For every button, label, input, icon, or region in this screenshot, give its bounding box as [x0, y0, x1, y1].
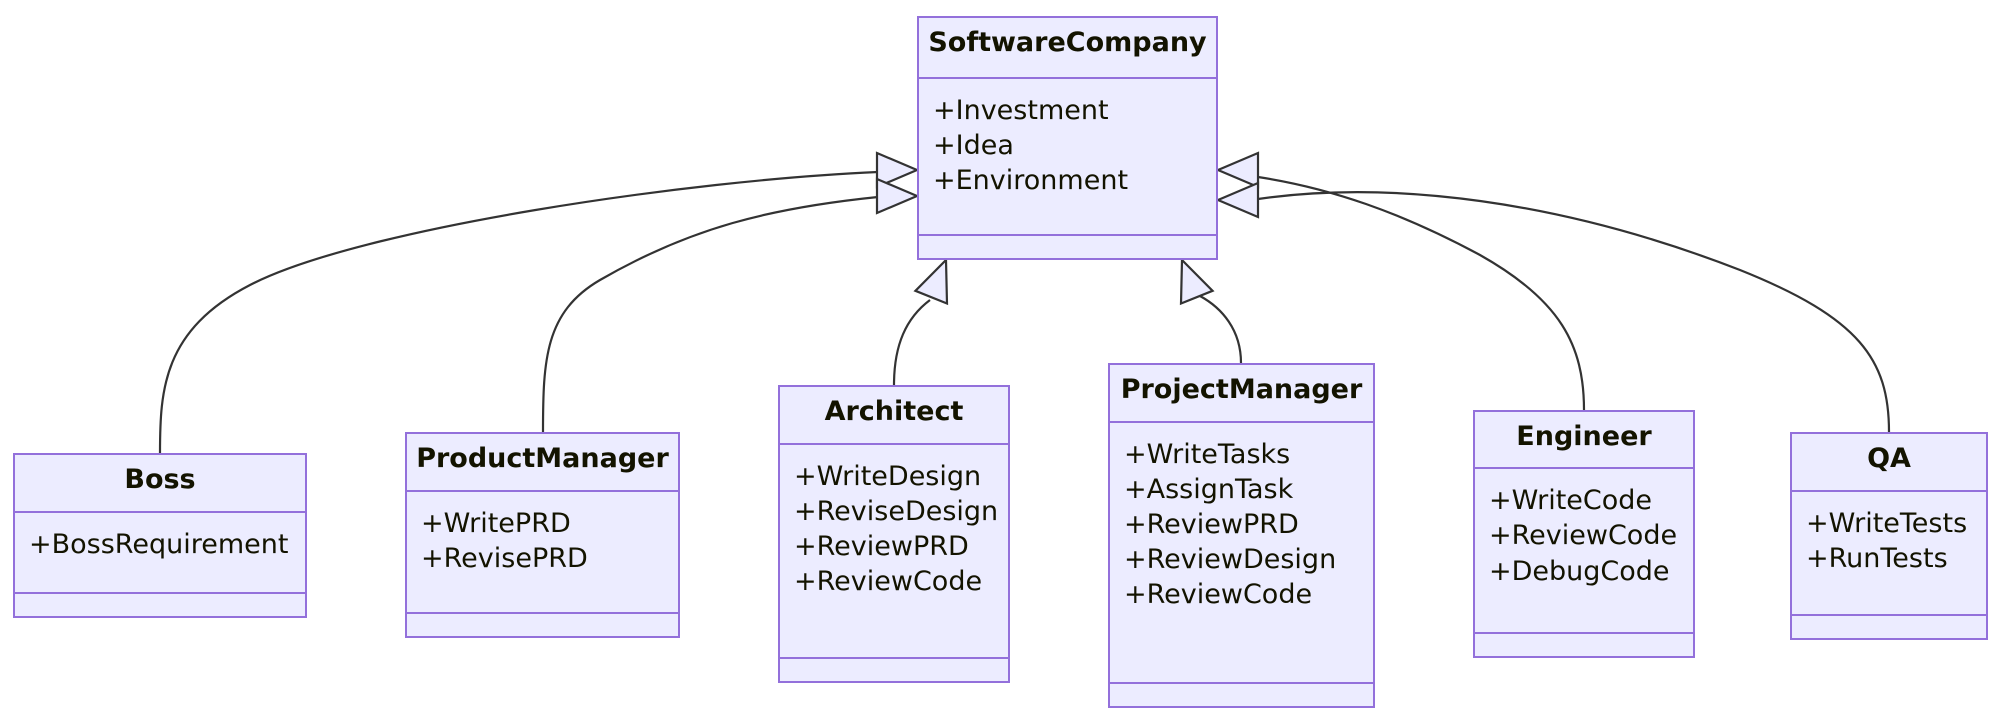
uml-attribute: +ReviewCode: [1124, 579, 1313, 611]
uml-attribute: +ReviseDesign: [794, 496, 999, 528]
inheritance-arrowhead-boss: [875, 151, 920, 189]
uml-attribute: +ReviewCode: [1489, 520, 1678, 552]
uml-class-name-softwarecompany: SoftwareCompany: [919, 18, 1216, 79]
uml-class-name-productmanager: ProductManager: [407, 434, 678, 492]
uml-attribute: +Investment: [933, 95, 1109, 126]
inheritance-arrowhead-architect: [913, 257, 949, 306]
uml-attribute: +DebugCode: [1489, 555, 1670, 587]
uml-methods-softwarecompany: [919, 236, 1216, 258]
uml-class-name-architect: Architect: [780, 387, 1008, 445]
inheritance-edge-architect-to-softwarecompany: [892, 299, 931, 386]
uml-methods-productmanager: [407, 614, 678, 636]
uml-class-boss[interactable]: Boss +BossRequirement: [13, 453, 307, 618]
inheritance-arrowhead-qa: [1215, 181, 1260, 219]
uml-class-name-boss: Boss: [15, 455, 305, 513]
uml-class-softwarecompany[interactable]: SoftwareCompany +Investment +Idea+Environm…: [917, 16, 1218, 260]
uml-attribute: +AssignTask: [1124, 474, 1294, 506]
uml-attribute: +BossRequirement: [29, 529, 289, 560]
uml-class-architect[interactable]: Architect+WriteDesign+ReviseDesign+Revie…: [778, 385, 1010, 683]
uml-methods-projectmanager: [1110, 684, 1373, 706]
inheritance-edge-projectmanager-to-softwarecompany: [1199, 295, 1243, 364]
uml-attributes-boss: +BossRequirement: [15, 513, 305, 594]
uml-attribute: +WriteTasks: [1124, 439, 1291, 470]
uml-class-name-qa: QA: [1792, 434, 1986, 492]
uml-attributes-qa: +WriteTests +RunTests: [1792, 492, 1986, 616]
uml-attribute: +Idea: [933, 130, 1014, 162]
uml-attributes-projectmanager: +WriteTasks +AssignTask+ReviewPRD+ReviewD…: [1110, 423, 1373, 684]
uml-attribute: +RevisePRD: [421, 543, 588, 575]
inheritance-arrowhead-projectmanager: [1179, 257, 1215, 306]
uml-attribute: +WritePRD: [421, 508, 571, 539]
uml-methods-architect: [780, 659, 1008, 681]
uml-attribute: +WriteTests: [1806, 508, 1968, 539]
uml-attributes-architect: +WriteDesign +ReviseDesign+ReviewPRD+Revi…: [780, 445, 1008, 659]
uml-attribute: +ReviewDesign: [1124, 544, 1337, 576]
uml-attribute: +ReviewPRD: [794, 531, 969, 563]
uml-class-qa[interactable]: QA +WriteTests +RunTests: [1790, 432, 1988, 640]
inheritance-edge-boss-to-softwarecompany: [158, 170, 879, 454]
uml-attribute: +ReviewCode: [794, 566, 983, 598]
uml-methods-qa: [1792, 616, 1986, 638]
uml-attribute: +Environment: [933, 165, 1129, 197]
inheritance-arrowhead-engineer: [1215, 151, 1260, 189]
uml-attribute: +RunTests: [1806, 543, 1948, 575]
uml-attribute: +ReviewPRD: [1124, 509, 1299, 541]
uml-methods-engineer: [1475, 634, 1693, 656]
uml-class-productmanager[interactable]: ProductManager +WritePRD +RevisePRD: [405, 432, 680, 638]
uml-class-name-projectmanager: ProjectManager: [1110, 365, 1373, 423]
uml-class-projectmanager[interactable]: ProjectManager+WriteTasks+AssignTask+Rev…: [1108, 363, 1375, 708]
uml-attributes-softwarecompany: +Investment +Idea+Environment: [919, 79, 1216, 236]
uml-class-engineer[interactable]: Engineer+WriteCode+ReviewCode+DebugCode: [1473, 410, 1695, 658]
uml-attributes-engineer: +WriteCode+ReviewCode+DebugCode: [1475, 469, 1693, 634]
uml-class-name-engineer: Engineer: [1475, 412, 1693, 470]
uml-attribute: +WriteCode: [1489, 485, 1653, 517]
uml-methods-boss: [15, 594, 305, 616]
inheritance-arrowhead-productmanager: [875, 177, 920, 215]
uml-attributes-productmanager: +WritePRD +RevisePRD: [407, 492, 678, 614]
uml-attribute: +WriteDesign: [794, 461, 982, 492]
